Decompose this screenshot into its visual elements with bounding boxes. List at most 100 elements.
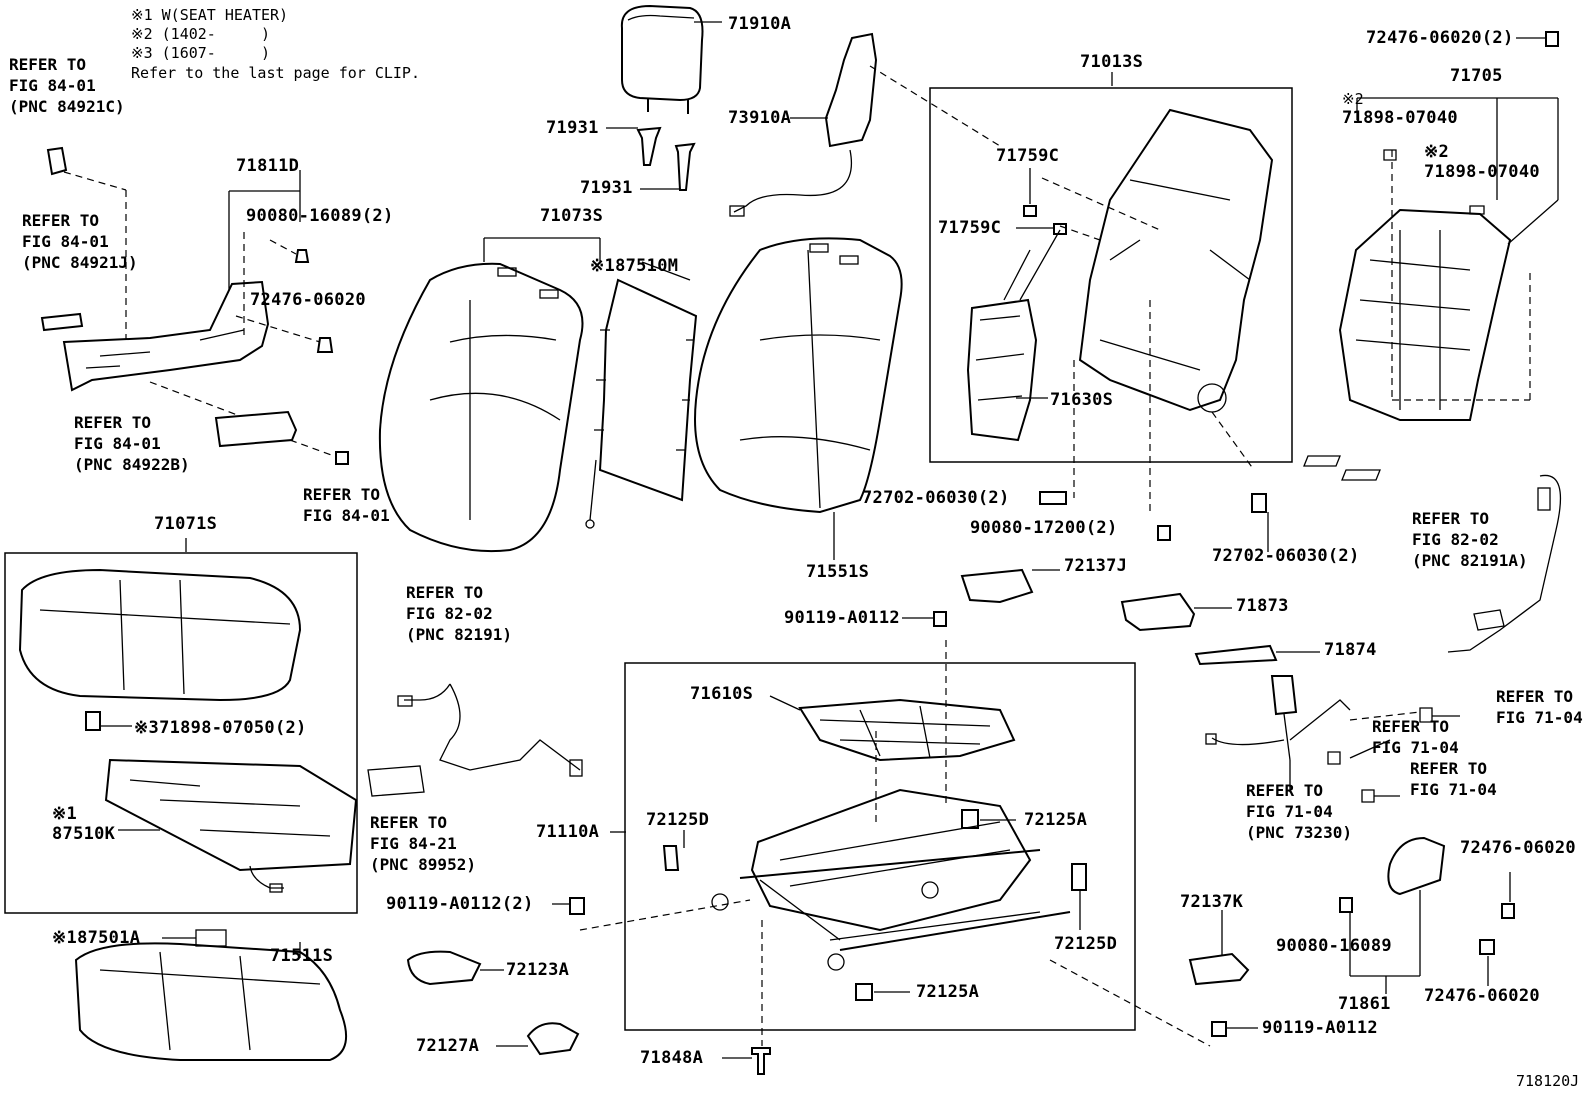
seat-back-heater-drawing <box>585 261 698 529</box>
note-seat-heater: ※1 W(SEAT HEATER) <box>131 6 289 24</box>
ref-fig-71-04-c[interactable]: REFER TO FIG 71-04 <box>1410 759 1497 799</box>
part-72125a-b[interactable]: 72125A <box>916 982 980 1002</box>
part-71511s[interactable]: 71511S <box>270 946 334 966</box>
part-72137k[interactable]: 72137K <box>1180 892 1244 912</box>
part-71630s[interactable]: 71630S <box>1050 390 1114 410</box>
bolt-71848a-drawing <box>751 1047 771 1075</box>
pad-71898-07050-drawing <box>85 711 101 731</box>
part-71931-a[interactable]: 71931 <box>546 118 599 138</box>
clip-84921c-drawing <box>46 146 68 176</box>
part-72125d-b[interactable]: 72125D <box>1054 934 1118 954</box>
part-90119-a0112-2[interactable]: 90119-A0112(2) <box>386 894 534 914</box>
box-seat-back-frame <box>929 87 1293 463</box>
part-71759c-b[interactable]: 71759C <box>938 218 1002 238</box>
cushion-pad-drawing <box>74 942 347 1061</box>
back-board-drawing <box>1303 97 1559 481</box>
box-seat-cushion <box>4 552 358 914</box>
shield-71861-drawing <box>1339 836 1515 994</box>
box-seat-adjuster <box>624 662 1136 1031</box>
part-72476-06020-b[interactable]: 72476-06020 <box>1460 838 1576 858</box>
ref-fig-71-04-73230[interactable]: REFER TO FIG 71-04 (PNC 73230) <box>1246 781 1352 842</box>
part-90119-a0112-b[interactable]: 90119-A0112 <box>1262 1018 1378 1038</box>
part-71931-b[interactable]: 71931 <box>580 178 633 198</box>
part-72137j[interactable]: 72137J <box>1064 556 1128 576</box>
part-72125d-a[interactable]: 72125D <box>646 810 710 830</box>
ref-fig-84-01-84922b[interactable]: REFER TO FIG 84-01 (PNC 84922B) <box>74 413 190 474</box>
part-71898-07040-b[interactable]: ※2 71898-07040 <box>1424 142 1540 182</box>
part-87501a[interactable]: ※187501A <box>52 928 141 948</box>
ref-fig-84-21-89952[interactable]: REFER TO FIG 84-21 (PNC 89952) <box>370 813 476 874</box>
harness-82191a-drawing <box>1447 474 1562 653</box>
part-72125a-a[interactable]: 72125A <box>1024 810 1088 830</box>
ref-fig-71-04-a[interactable]: REFER TO FIG 71-04 <box>1496 687 1583 727</box>
part-71073s[interactable]: 71073S <box>540 206 604 226</box>
cover-72123a-drawing <box>406 950 482 986</box>
note-clip-reference: Refer to the last page for CLIP. <box>131 64 420 82</box>
part-71861[interactable]: 71861 <box>1338 994 1391 1014</box>
seat-cushion-cover-drawing <box>18 538 302 702</box>
part-90119-a0112-a[interactable]: 90119-A0112 <box>784 608 900 628</box>
clip-71759c-a <box>1023 205 1037 217</box>
screw-top-right <box>1545 31 1559 47</box>
seat-belt-buckle-drawing <box>1205 675 1460 803</box>
illustration-number: 718120J <box>1516 1072 1580 1090</box>
part-72702-06030-b[interactable]: 72702-06030(2) <box>1212 546 1360 566</box>
part-71898-07040-a[interactable]: 71898-07040 <box>1342 108 1458 128</box>
bolt-90119-2 <box>569 897 585 915</box>
seat-back-pad-drawing <box>694 237 903 560</box>
screws-left-drawing <box>269 239 349 465</box>
part-71910a[interactable]: 71910A <box>728 14 792 34</box>
part-87510k[interactable]: ※1 87510K <box>52 804 116 844</box>
part-71110a[interactable]: 71110A <box>536 822 600 842</box>
headrest-guides-drawing <box>606 126 696 191</box>
ref-fig-82-02-82191a[interactable]: REFER TO FIG 82-02 (PNC 82191A) <box>1412 509 1528 570</box>
cover-72127a-drawing <box>526 1022 580 1056</box>
part-87510m[interactable]: ※187510M <box>590 256 679 276</box>
part-71873[interactable]: 71873 <box>1236 596 1289 616</box>
headrest-drawing <box>620 4 722 114</box>
part-73910a[interactable]: 73910A <box>728 108 792 128</box>
bolts-frame-drawing <box>1039 491 1269 552</box>
part-72127a[interactable]: 72127A <box>416 1036 480 1056</box>
seat-back-cover-drawing <box>378 237 601 553</box>
switch-84921j-drawing <box>40 312 84 332</box>
cushion-spring-drawing <box>769 695 1016 762</box>
part-71071s[interactable]: 71071S <box>154 514 218 534</box>
part-71013s[interactable]: 71013S <box>1080 52 1144 72</box>
part-71874[interactable]: 71874 <box>1324 640 1377 660</box>
part-72476-06020-c[interactable]: 72476-06020 <box>1424 986 1540 1006</box>
part-71610s[interactable]: 71610S <box>690 684 754 704</box>
seat-adjuster-drawing <box>610 640 1071 971</box>
ref-fig-84-01-84921c[interactable]: REFER TO FIG 84-01 (PNC 84921C) <box>9 55 125 116</box>
ref-fig-84-01-84921j[interactable]: REFER TO FIG 84-01 (PNC 84921J) <box>22 211 138 272</box>
ref-fig-82-02-82191[interactable]: REFER TO FIG 82-02 (PNC 82191) <box>406 583 512 644</box>
part-90080-17200-2[interactable]: 90080-17200(2) <box>970 518 1118 538</box>
clip-72125d-a <box>662 845 680 871</box>
part-71848a[interactable]: 71848A <box>640 1048 704 1068</box>
cover-72137k-drawing <box>1188 952 1250 986</box>
part-71898-07050-2[interactable]: ※371898-07050(2) <box>134 718 307 738</box>
part-71551s[interactable]: 71551S <box>806 562 870 582</box>
part-90080-16089[interactable]: 90080-16089 <box>1276 936 1392 956</box>
cover-72137j-drawing <box>960 568 1034 604</box>
part-71759c-a[interactable]: 71759C <box>996 146 1060 166</box>
tag-87501a-drawing <box>195 929 227 947</box>
seat-back-frame-drawing <box>1041 72 1274 512</box>
ref-fig-84-01[interactable]: REFER TO FIG 84-01 <box>303 485 390 525</box>
cover-71873-drawing <box>1120 592 1196 632</box>
part-72123a[interactable]: 72123A <box>506 960 570 980</box>
cover-71874-drawing <box>1194 644 1278 666</box>
part-72476-06020-a[interactable]: 72476-06020 <box>250 290 366 310</box>
clip-72125a-a <box>961 809 979 829</box>
bolt-90119-a <box>933 611 947 627</box>
part-71898-note-a: ※2 <box>1342 90 1364 108</box>
clip-72125a-b <box>855 983 873 1001</box>
part-72702-06030-a[interactable]: 72702-06030(2) <box>862 488 1010 508</box>
part-90080-16089-2[interactable]: 90080-16089(2) <box>246 206 394 226</box>
note-1402: ※2 (1402- ) <box>131 25 270 43</box>
part-72476-06020-2[interactable]: 72476-06020(2) <box>1366 28 1514 48</box>
part-71705[interactable]: 71705 <box>1450 66 1503 86</box>
cushion-heater-drawing <box>104 758 358 893</box>
part-71811d[interactable]: 71811D <box>236 156 300 176</box>
ref-fig-71-04-b[interactable]: REFER TO FIG 71-04 <box>1372 717 1459 757</box>
